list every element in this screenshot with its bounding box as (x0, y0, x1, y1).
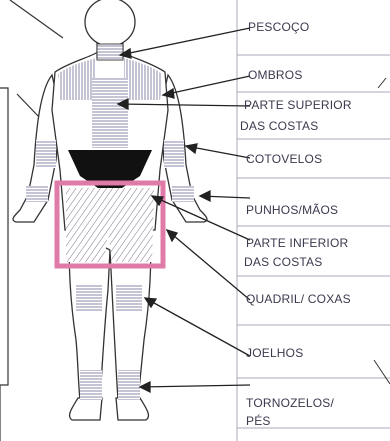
knee-region-left (76, 284, 102, 312)
elbow-region-right (164, 140, 184, 168)
ankle-region-left (80, 370, 102, 400)
label-pes: PÉS (246, 414, 271, 428)
label-parte-superior-1: PARTE SUPERIOR (244, 98, 352, 112)
ankle-region-right (118, 370, 140, 400)
label-table (237, 0, 390, 441)
wrist-region-right (172, 186, 194, 202)
label-cotovelos: COTOVELOS (246, 152, 322, 166)
neck-region (97, 44, 123, 60)
label-parte-inferior-1: PARTE INFERIOR (246, 236, 348, 250)
knee-region-right (116, 284, 142, 312)
label-joelhos: JOELHOS (246, 346, 303, 360)
label-punhos-maos: PUNHOS/MÃOS (246, 203, 338, 217)
elbow-region-left (36, 140, 56, 168)
label-parte-inferior-2: DAS COSTAS (244, 255, 322, 269)
label-parte-superior-2: DAS COSTAS (240, 119, 318, 133)
label-pescoco: PESCOÇO (248, 20, 309, 34)
label-quadril-coxas: QUADRIL/ COXAS (246, 292, 351, 306)
shoulder-region-left (58, 58, 96, 100)
wrist-region-left (26, 186, 48, 202)
label-tornozelos: TORNOZELOS/ (246, 396, 334, 410)
label-ombros: OMBROS (248, 68, 303, 82)
shoulder-region-right (124, 58, 162, 100)
upper-back-region (92, 78, 128, 148)
table-corner-marks (374, 78, 390, 384)
